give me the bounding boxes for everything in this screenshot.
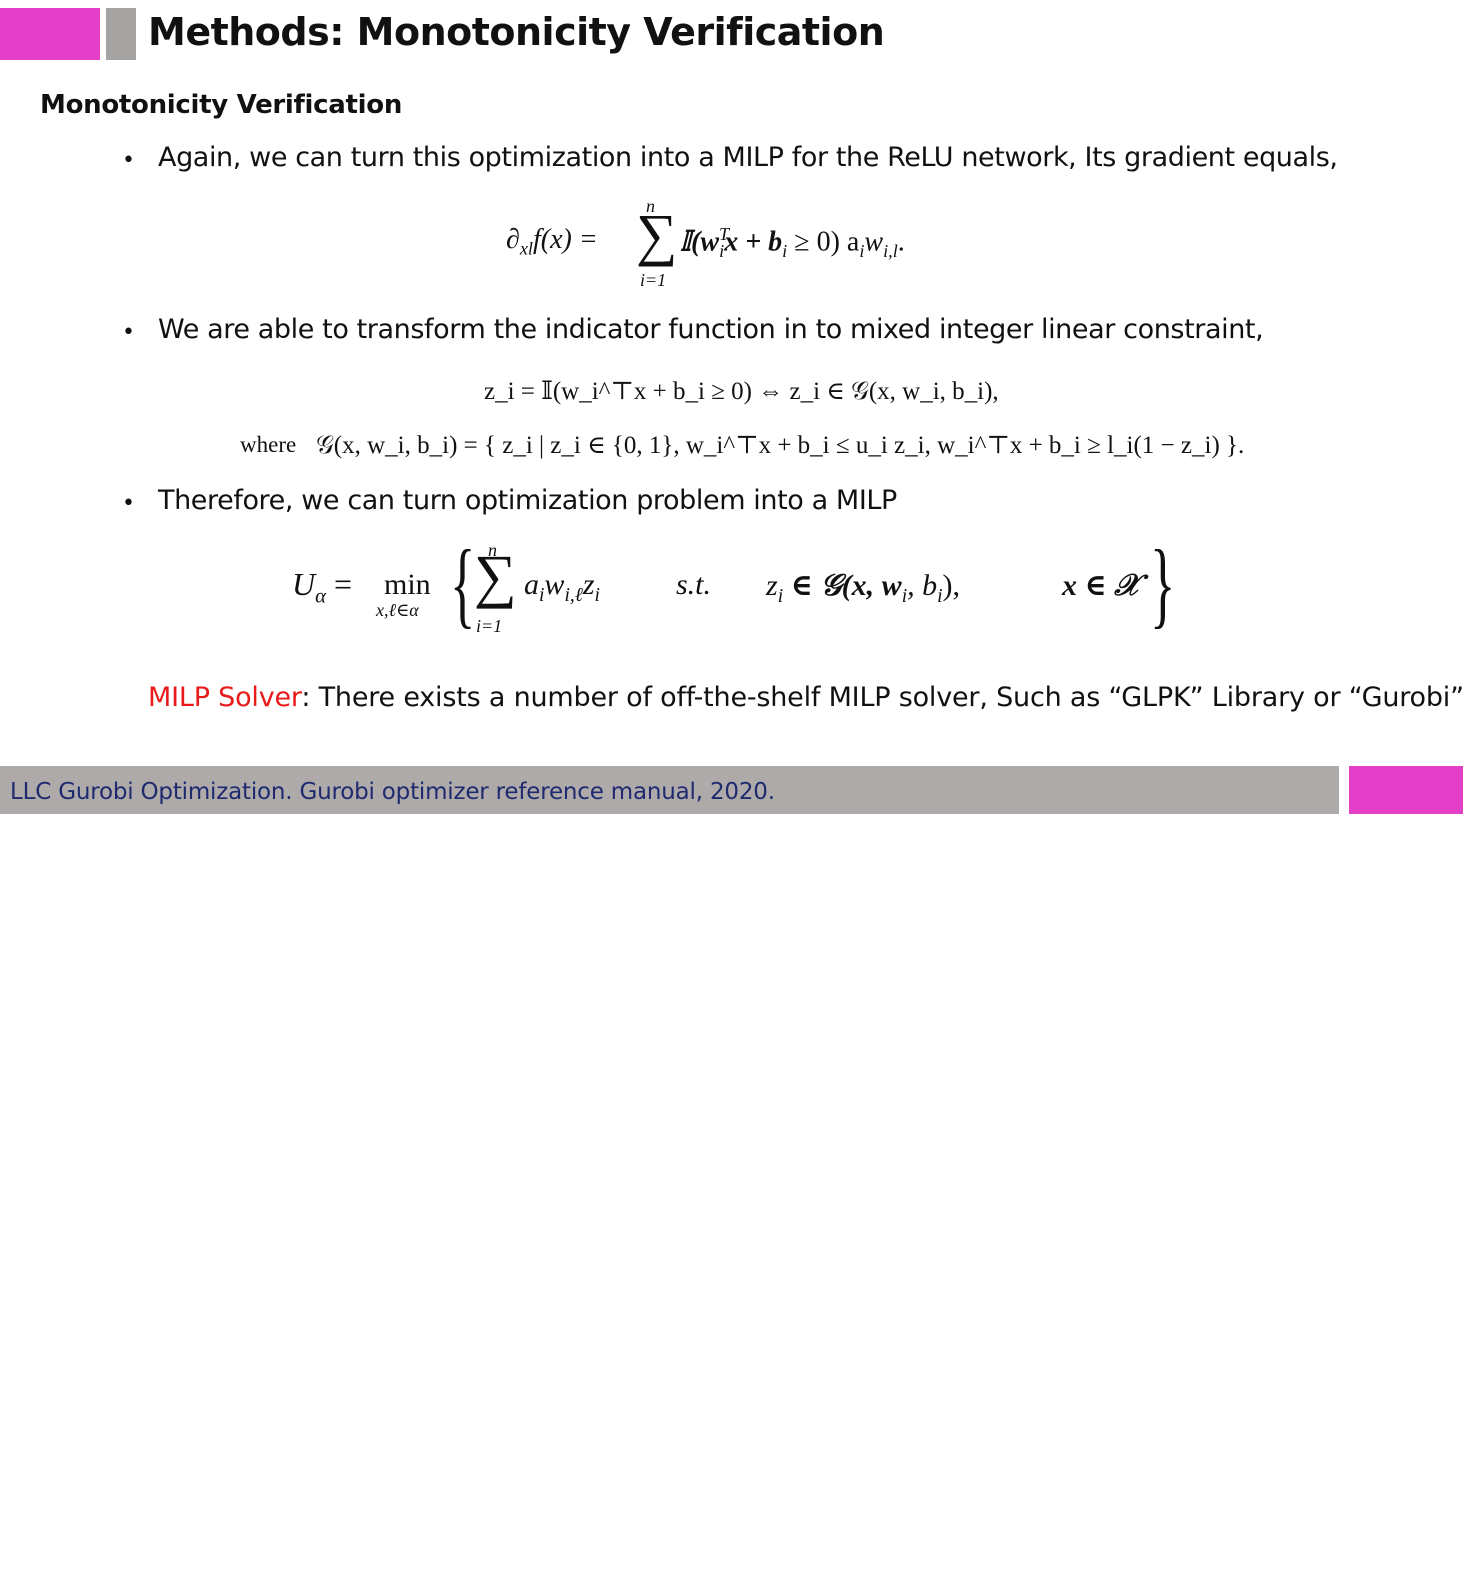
footer-citation: LLC Gurobi Optimization. Gurobi optimize…	[10, 779, 775, 805]
subject-to-label: s.t.	[676, 568, 712, 601]
bullet-text-1: Again, we can turn this optimization int…	[158, 142, 1338, 173]
page-number: 15	[1426, 1546, 1453, 1570]
page-number-box: 15	[1349, 766, 1463, 1570]
milp-equation: Uα = min x,ℓ∈α { n ∑ i=1 aiwi,ℓzi s.t. z…	[292, 530, 1176, 637]
indicator-equation-line-1: z_i = 𝕀(w_i^⊤x + b_i ≥ 0) ⇔ z_i ∈ 𝒢(x, w…	[484, 378, 999, 405]
solver-note: MILP Solver: There exists a number of of…	[148, 682, 1463, 713]
bullet-text-2: We are able to transform the indicator f…	[158, 314, 1264, 345]
solver-note-label: MILP Solver	[148, 682, 302, 713]
min-subscript: x,ℓ∈α	[376, 600, 419, 620]
bullet-marker: •	[122, 148, 135, 173]
header-secondary-block	[106, 8, 136, 60]
right-brace: }	[1150, 530, 1176, 637]
summation-symbol: ∑	[474, 543, 517, 609]
sum-upper-limit: n	[646, 196, 655, 216]
gradient-equation: ∂xlf(x) = n ∑ i=1 𝕀(wTix + bi ≥ 0) aiwi,…	[506, 196, 905, 290]
bullet-marker: •	[122, 491, 135, 516]
footer-bar	[0, 766, 1339, 814]
bullet-text-3: Therefore, we can turn optimization prob…	[158, 485, 897, 516]
sum-lower-limit: i=1	[476, 616, 503, 636]
indicator-equation-line-2: 𝒢(x, w_i, b_i) = { z_i | z_i ∈ {0, 1}, w…	[316, 432, 1245, 459]
bullet-marker: •	[122, 320, 135, 345]
sum-upper-limit: n	[488, 540, 497, 560]
sum-lower-limit: i=1	[640, 270, 667, 290]
left-brace: {	[450, 530, 476, 637]
solver-note-text: : There exists a number of off-the-shelf…	[301, 682, 1463, 713]
min-operator: min	[384, 568, 431, 601]
header-accent-block	[0, 8, 100, 60]
section-title: Monotonicity Verification	[40, 90, 403, 120]
indicator-where-label: where	[240, 432, 297, 457]
summation-symbol: ∑	[636, 202, 678, 267]
slide-title: Methods: Monotonicity Verification	[148, 10, 885, 54]
